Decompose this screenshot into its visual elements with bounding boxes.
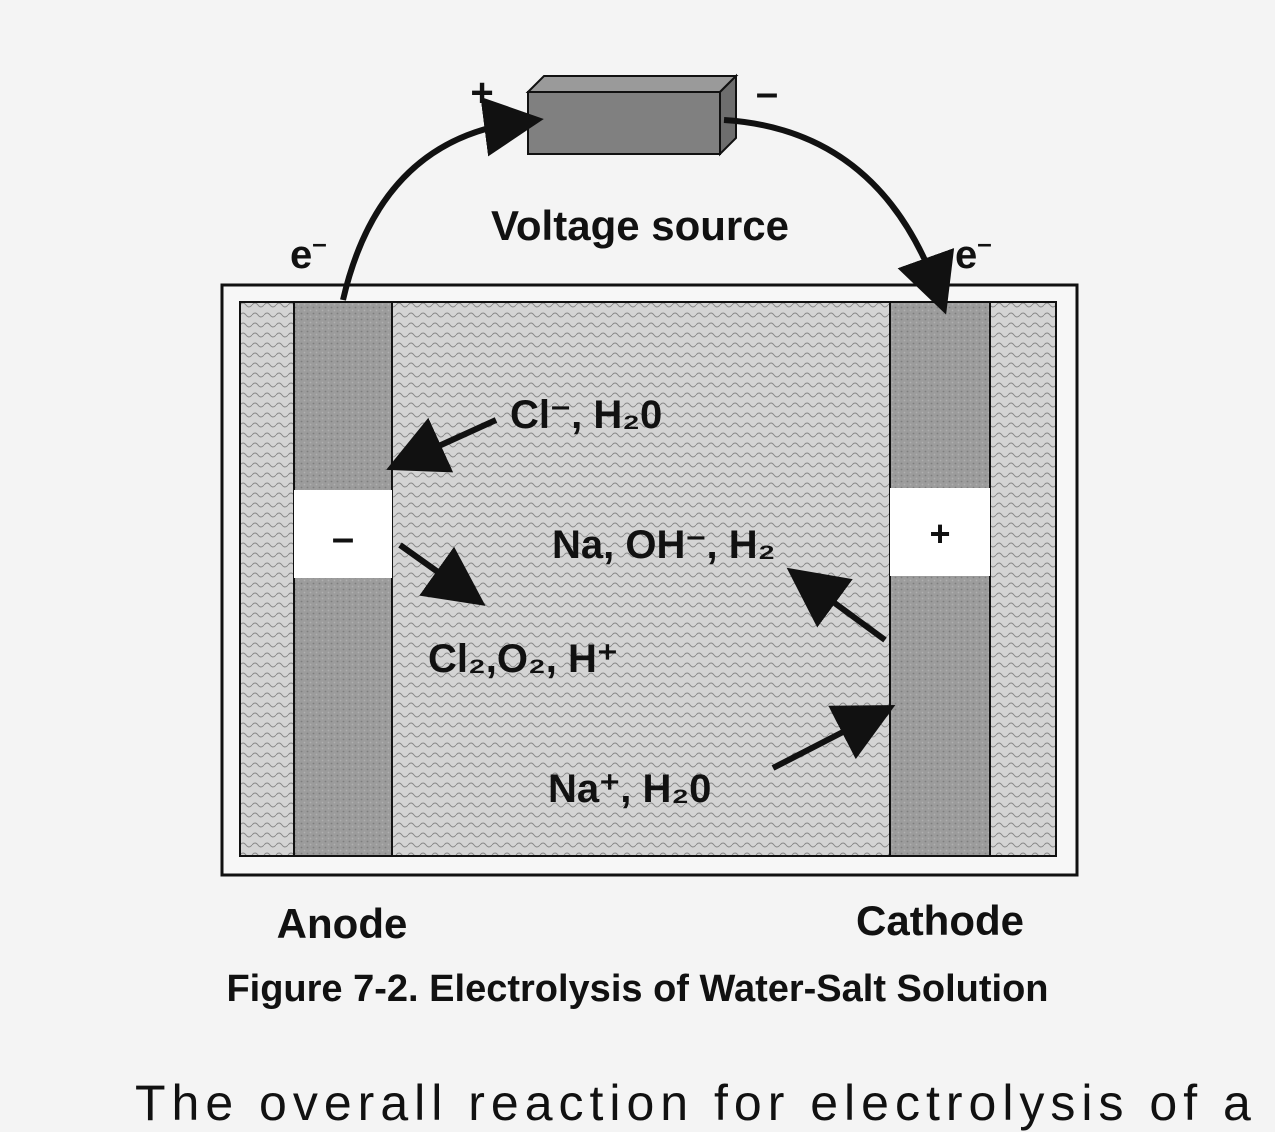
arrow-from-anode: [398, 542, 486, 606]
arrow-to-cathode: [771, 705, 896, 771]
anode-sign-box: [294, 490, 392, 578]
electron-label-left: e–: [290, 228, 327, 277]
cathode-sign: +: [929, 513, 950, 554]
electron-symbol-left: e: [290, 233, 312, 277]
electron-symbol-right: e: [955, 233, 977, 277]
source-minus: –: [756, 71, 778, 115]
anode-sign: –: [332, 516, 354, 560]
voltage-source-icon: [525, 73, 739, 157]
voltage-source-label: Voltage source: [491, 202, 789, 249]
electron-path-left: [340, 96, 544, 301]
cathode-sign-box: [890, 488, 990, 576]
ions-top-left: Cl⁻, H₂0: [510, 393, 662, 437]
ions-anode-products: Cl₂,O₂, H⁺: [428, 637, 618, 681]
cathode-label: Cathode: [856, 897, 1024, 944]
anode-label: Anode: [277, 900, 408, 947]
arrow-to-anode: [386, 417, 498, 473]
source-plus: +: [470, 71, 493, 115]
electron-label-right: e–: [955, 228, 992, 277]
figure-caption: Figure 7-2. Electrolysis of Water-Salt S…: [226, 968, 1049, 1010]
anode-electrode: [293, 301, 393, 857]
cathode-electrode: [889, 301, 991, 857]
ions-bottom: Na⁺, H₂0: [548, 767, 711, 811]
electrolysis-diagram: – + + – Voltage source e– e– Cl⁻, H₂0 Na…: [220, 71, 1079, 947]
arrow-from-cathode: [786, 567, 887, 643]
electron-path-right: [723, 117, 955, 315]
electron-charge-right: –: [977, 228, 991, 258]
electron-charge-left: –: [312, 228, 326, 258]
body-paragraph: The overall reaction for electrolysis of…: [135, 1075, 1275, 1131]
ions-middle: Na, OH⁻, H₂: [552, 523, 775, 567]
